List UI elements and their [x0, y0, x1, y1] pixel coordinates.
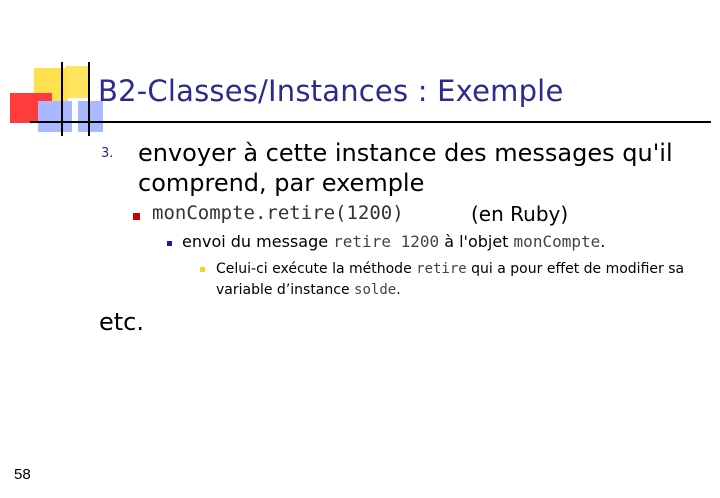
text-fragment: Celui-ci exécute la méthode [216, 261, 417, 277]
square-bullet-icon [133, 213, 140, 220]
code-fragment: monCompte [513, 232, 601, 251]
text-fragment: à l'objet [439, 232, 514, 251]
square-bullet-icon [167, 241, 172, 246]
text-fragment: qui a pour effet de modifier sa variable… [216, 261, 685, 298]
logo-square-yellow-small [66, 66, 88, 98]
code-fragment: retire [416, 261, 467, 277]
code-fragment: retire 1200 [333, 232, 440, 251]
logo-square-blue-small [78, 101, 103, 132]
method-description: Celui-ci exécute la méthode retire qui a… [216, 259, 686, 301]
etc-text: etc. [99, 308, 144, 336]
language-note: (en Ruby) [471, 202, 569, 226]
logo-square-blue [38, 101, 72, 132]
text-fragment: . [600, 232, 606, 251]
message-description: envoi du message retire 1200 à l'objet m… [182, 232, 605, 251]
item-text: envoyer à cette instance des messages qu… [138, 139, 673, 197]
text-fragment: envoi du message [182, 232, 334, 251]
slide-title: B2-Classes/Instances : Exemple [98, 74, 564, 108]
text-fragment: . [396, 282, 401, 298]
logo-vertical-line-2 [88, 62, 90, 136]
page-number: 58 [14, 466, 31, 483]
code-fragment: solde [354, 282, 397, 298]
logo-vertical-line [61, 62, 63, 136]
title-underline [30, 121, 711, 123]
square-bullet-icon [200, 267, 205, 272]
item-number: 3. [101, 146, 114, 161]
code-snippet: monCompte.retire(1200) [152, 202, 404, 224]
